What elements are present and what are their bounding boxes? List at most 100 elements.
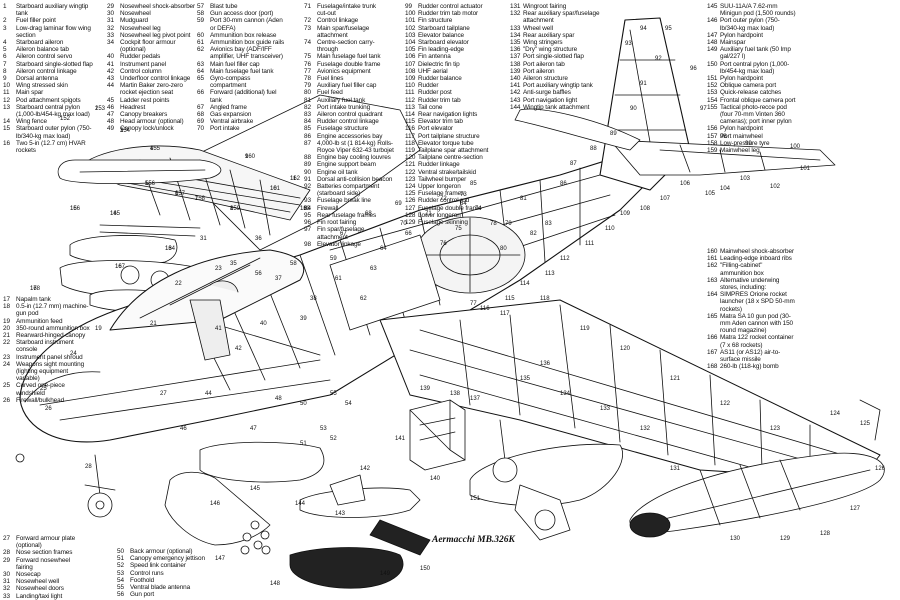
callout-number: 22 [175, 281, 182, 287]
legend-item-label: Wing stringers [523, 39, 563, 47]
legend-item-number: 124 [405, 183, 416, 191]
legend-item-number: 135 [510, 39, 521, 47]
callout-number: 78 [490, 221, 497, 227]
callout-number: 95 [665, 26, 672, 32]
legend-item-label: Wing stressed skin [16, 82, 68, 90]
legend-item-number: 167 [707, 348, 718, 356]
legend-item-label: Rudder balance [418, 75, 462, 83]
callout-number: 10 [270, 186, 277, 192]
legend-item-number: 94 [304, 204, 311, 212]
legend-item-number: 4 [3, 39, 7, 47]
legend-item-label: Port intake [210, 125, 240, 133]
legend-item-label: Aileron control quadrant [317, 111, 383, 119]
legend-item-number: 3 [3, 24, 7, 32]
main-gear [492, 419, 518, 483]
legend-item-number: 168 [707, 363, 718, 371]
legend-item-label: Engine oil tank [317, 168, 358, 176]
callout-number: 90 [630, 106, 637, 112]
legend-item-label: 4,000-lb st (1 814-kg) Rolls- Royce Vipe… [317, 139, 394, 155]
callout-number: 6 [175, 191, 179, 197]
legend-item-number: 159 [707, 147, 718, 155]
callout-number: 88 [590, 146, 597, 152]
legend-item-number: 156 [707, 125, 718, 133]
legend-item-label: Foothold [130, 576, 155, 584]
aircraft-caption: Aermacchi MB.326K [432, 535, 515, 545]
legend-item-label: 350-round ammunition box [16, 324, 90, 332]
legend-item-number: 107 [405, 60, 416, 68]
legend-item-label: Engine support beam [317, 161, 376, 169]
legend-item-label: Elevator balance [418, 31, 465, 39]
legend-item-number: 87 [304, 139, 311, 147]
legend-item-number: 42 [107, 67, 114, 75]
legend-item-label: Rudder control linkage [317, 118, 379, 126]
callout-number: 139 [420, 386, 431, 392]
legend-item-number: 34 [107, 39, 114, 47]
legend-item-number: 131 [510, 3, 521, 10]
legend-item-label: Elevator torque tube [418, 139, 474, 147]
legend-item-number: 84 [304, 118, 311, 126]
callout-number: 134 [560, 391, 571, 397]
callout-number: 105 [705, 191, 716, 197]
callout-number: 40 [260, 321, 267, 327]
legend-item-number: 145 [707, 3, 718, 10]
callout-number: 152 [60, 116, 71, 122]
legend-item-label: Alternative underwing stores, including: [720, 276, 780, 292]
callout-number: 123 [770, 426, 781, 432]
callout-number: 59 [330, 256, 337, 262]
legend-item-label: Auxiliary fuel filler cap [317, 82, 377, 90]
legend-item-number: 89 [304, 161, 311, 169]
legend-item-number: 7 [3, 60, 7, 68]
legend-item-number: 51 [117, 555, 124, 563]
callout-number: 162 [290, 176, 301, 182]
legend-item-number: 18 [3, 303, 10, 311]
legend-item-label: Port auxiliary wingtip tank [523, 82, 593, 90]
callout-number: 75 [455, 226, 462, 232]
legend-item-number: 23 [3, 353, 10, 361]
legend-item-label: Fuselage frames [418, 190, 465, 198]
legend-item-label: Forward nosewheel fairing [16, 556, 71, 571]
legend-item-label: Angled frame [210, 103, 247, 111]
callout-number: 112 [560, 256, 570, 262]
legend-item-label: Landing/taxi light [16, 592, 63, 600]
legend-item-number: 20 [3, 324, 10, 332]
callout-number: 148 [270, 581, 281, 587]
callout-number: 55 [330, 391, 337, 397]
legend-item-label: Control runs [130, 569, 164, 577]
callout-number: 66 [405, 231, 412, 237]
legend-item-number: 31 [107, 17, 114, 25]
legend-item-label: Back armour (optional) [130, 548, 193, 555]
legend-item-label: Starboard auxiliary wingtip tank [16, 3, 89, 18]
callout-number: 154 [120, 128, 131, 134]
